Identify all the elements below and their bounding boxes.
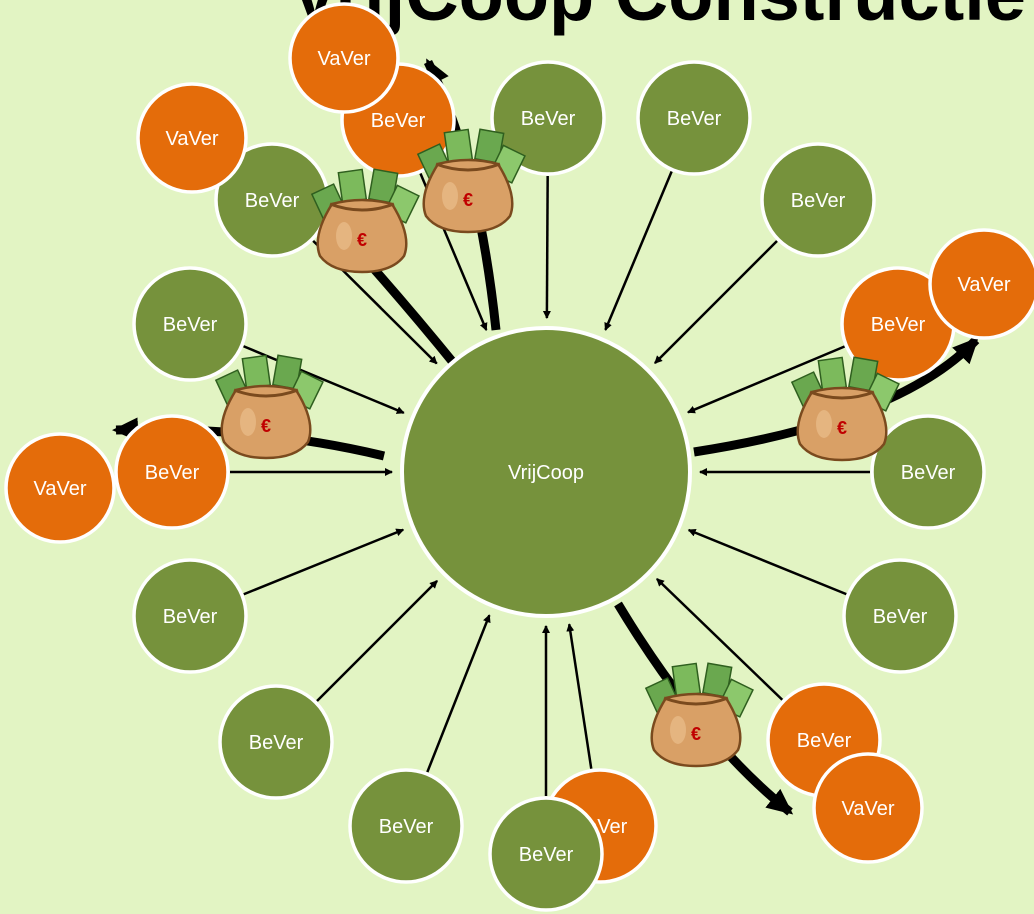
member-label: BeVer — [667, 108, 722, 130]
member-label: BeVer — [901, 462, 956, 484]
member-circle — [132, 266, 248, 382]
member-circle — [636, 60, 752, 176]
member-label: BeVer — [379, 816, 434, 838]
member-node: BeVer — [218, 684, 334, 800]
contribution-arrow — [316, 580, 438, 702]
exit-circle — [812, 752, 924, 864]
member-label: BeVer — [371, 110, 426, 132]
member-node: BeVer — [870, 414, 986, 530]
member-label: BeVer — [871, 314, 926, 336]
exit-label: VaVer — [842, 798, 895, 820]
money-bag-icon: € — [416, 127, 527, 234]
member-node: BeVer — [488, 796, 604, 912]
exit-circle — [4, 432, 116, 544]
contribution-arrow — [687, 528, 847, 596]
euro-symbol: € — [837, 418, 847, 438]
member-circle — [114, 414, 230, 530]
contribution-arrow — [687, 345, 846, 414]
member-label: BeVer — [521, 108, 576, 130]
euro-symbol: € — [261, 416, 271, 436]
exit-node: VaVer — [812, 752, 924, 864]
contribution-arrow — [542, 175, 551, 320]
contribution-arrow — [566, 623, 593, 769]
contribution-arrow — [656, 577, 784, 701]
member-node: BeVer — [114, 414, 230, 530]
member-label: BeVer — [245, 190, 300, 212]
contribution-arrow — [243, 528, 405, 596]
center-circle — [400, 326, 692, 618]
exit-label: VaVer — [958, 274, 1011, 296]
member-node: BeVer — [840, 266, 956, 382]
member-label: BeVer — [249, 732, 304, 754]
euro-symbol: € — [691, 724, 701, 744]
member-label: BeVer — [145, 462, 200, 484]
member-node: BeVer — [760, 142, 876, 258]
money-bag-icon: € — [310, 167, 421, 274]
member-circle — [490, 60, 606, 176]
member-label: BeVer — [519, 844, 574, 866]
member-node: BeVer — [490, 60, 606, 176]
member-label: BeVer — [163, 314, 218, 336]
member-circle — [132, 558, 248, 674]
member-label: BeVer — [797, 730, 852, 752]
contribution-arrow — [426, 614, 491, 773]
contribution-arrow — [654, 240, 778, 364]
money-bag-icon: € — [790, 355, 901, 462]
exit-node: VaVer — [136, 82, 248, 194]
member-circle — [842, 558, 958, 674]
member-node: BeVer — [132, 266, 248, 382]
member-circle — [760, 142, 876, 258]
diagram-title: VrijCoop Constructie — [290, 0, 1026, 36]
member-label: BeVer — [791, 190, 846, 212]
contribution-arrow — [604, 171, 673, 331]
exit-node: VaVer — [288, 2, 400, 114]
member-node: BeVer — [348, 768, 464, 884]
member-node: BeVer — [132, 558, 248, 674]
exit-label: VaVer — [166, 128, 219, 150]
member-circle — [488, 796, 604, 912]
euro-symbol: € — [463, 190, 473, 210]
exit-node: VaVer — [4, 432, 116, 544]
exit-node: VaVer — [928, 228, 1034, 340]
exit-label: VaVer — [34, 478, 87, 500]
center-node: VrijCoop — [400, 326, 692, 618]
contribution-arrow — [243, 345, 405, 415]
exit-circle — [136, 82, 248, 194]
member-node: BeVer — [636, 60, 752, 176]
member-label: BeVer — [873, 606, 928, 628]
payout-bags: € € € € € — [214, 127, 901, 768]
exit-label: VaVer — [318, 48, 371, 70]
money-bag-icon: € — [214, 353, 325, 460]
member-circle — [218, 684, 334, 800]
member-node: BeVer — [842, 558, 958, 674]
center-label: VrijCoop — [508, 462, 584, 484]
euro-symbol: € — [357, 230, 367, 250]
member-label: BeVer — [163, 606, 218, 628]
exit-circle — [288, 2, 400, 114]
money-bag-icon: € — [644, 661, 755, 768]
exit-circle — [928, 228, 1034, 340]
member-circle — [870, 414, 986, 530]
member-circle — [348, 768, 464, 884]
